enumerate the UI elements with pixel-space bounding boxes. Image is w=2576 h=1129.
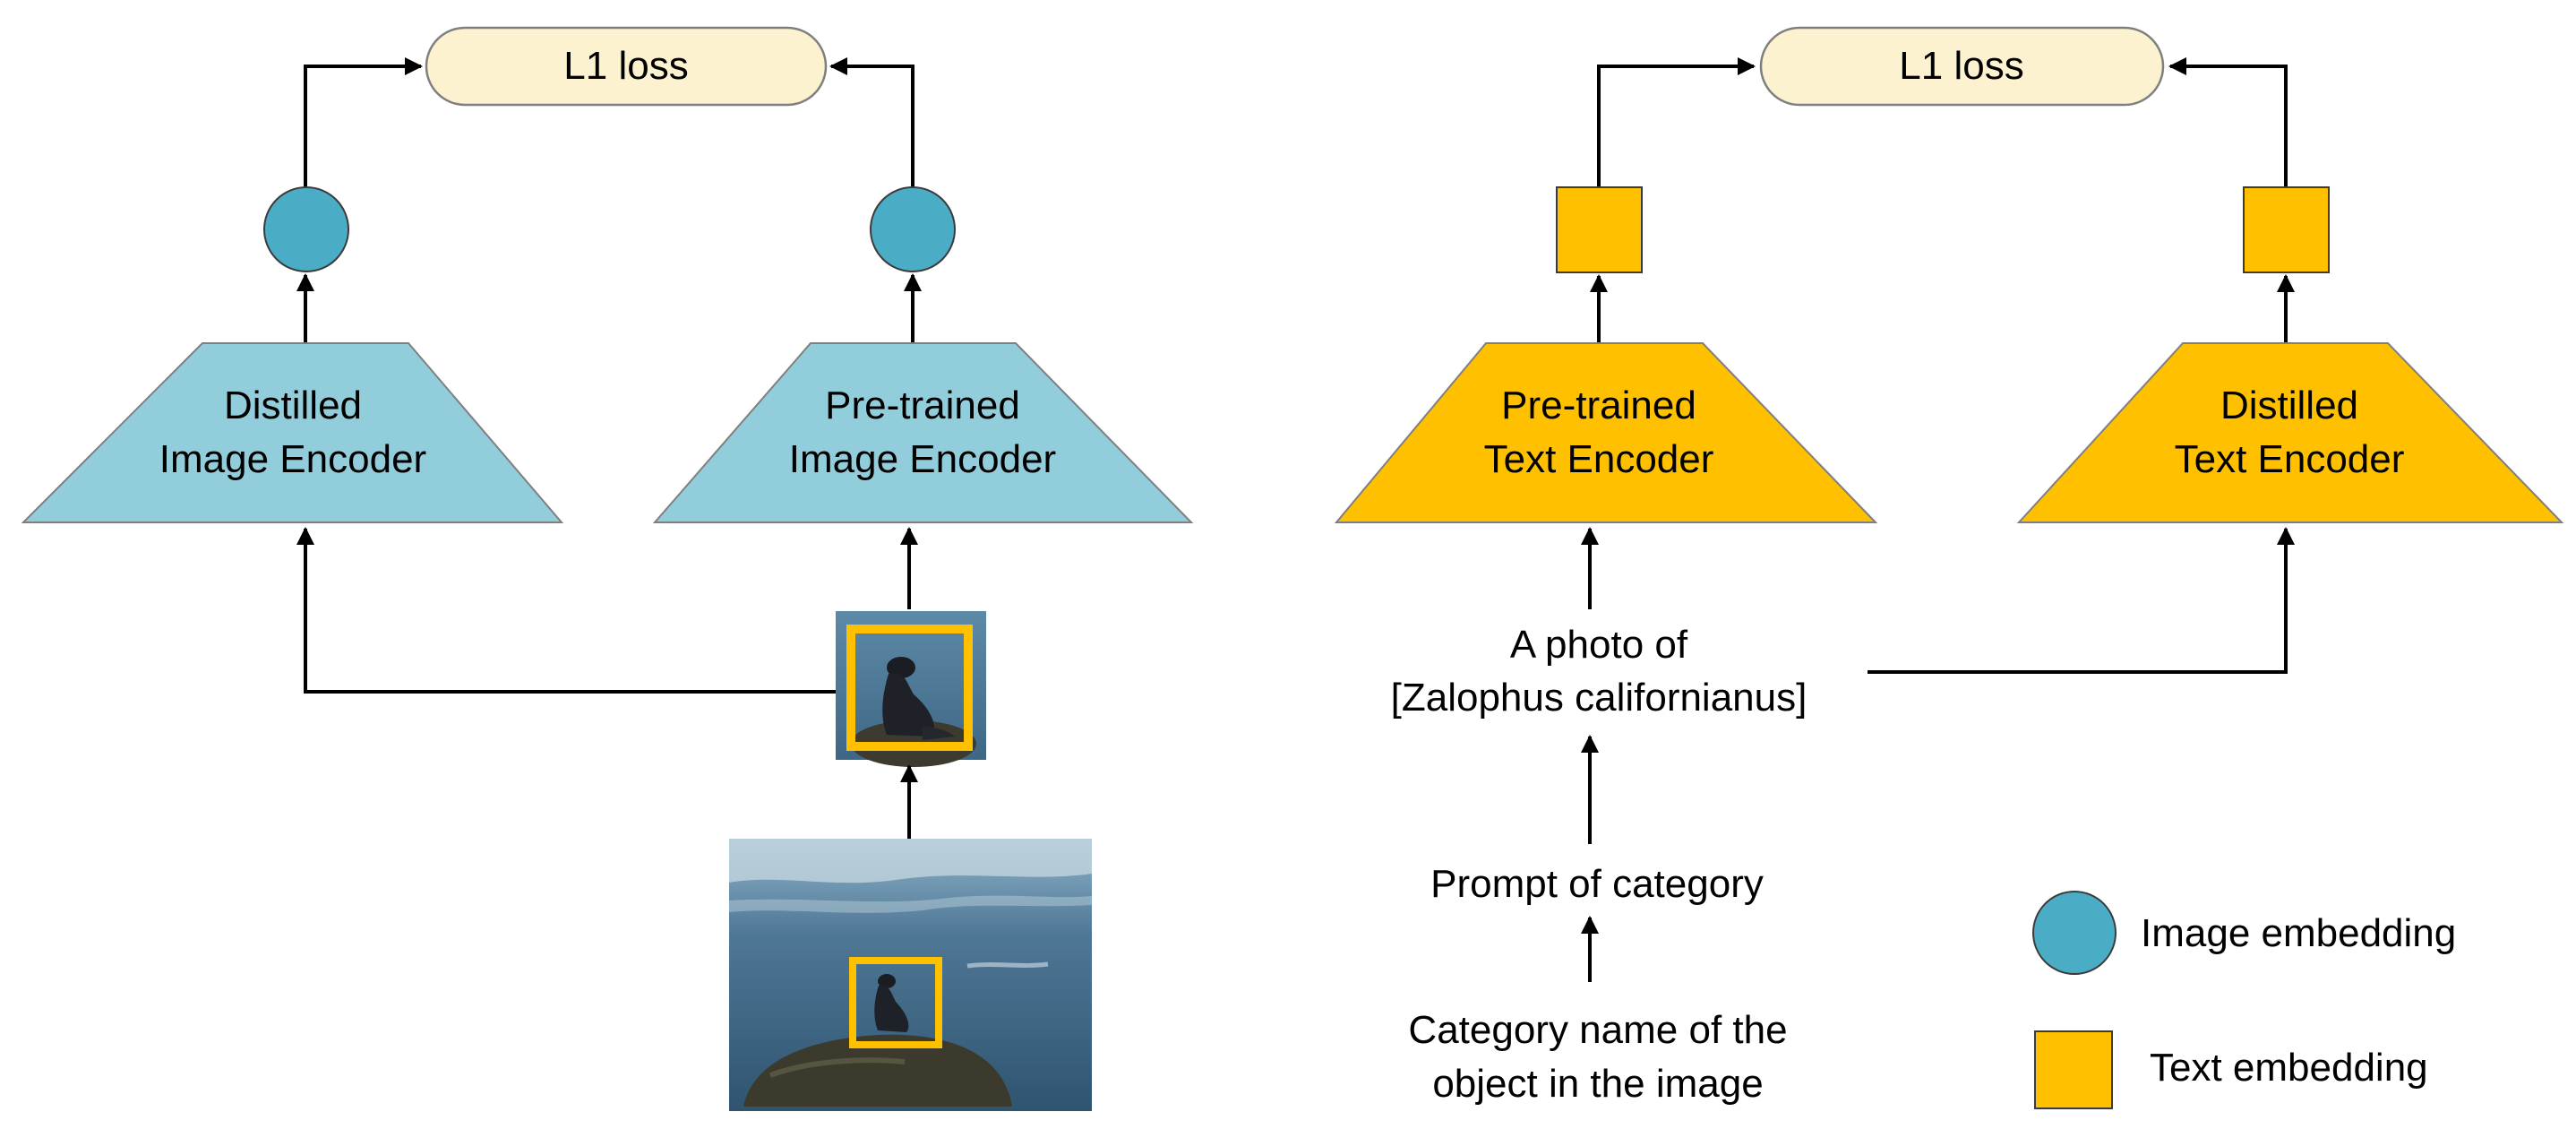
pretrained-image-encoder: Pre-trained Image Encoder (652, 342, 1194, 523)
text-distillation-panel: L1 loss Pre-trained Text Encoder Distill… (1334, 26, 2564, 1106)
legend-text-embedding-square (2034, 1030, 2113, 1109)
pretrained-image-to-loss-arrow (829, 57, 914, 193)
pretrained-text-encoder-line1: Pre-trained (1501, 384, 1696, 427)
distilled-text-to-loss-arrow (2168, 57, 2288, 186)
distilled-text-encoder-shape (2016, 342, 2564, 523)
source-photo (729, 839, 1092, 1111)
pretrained-text-encoder: Pre-trained Text Encoder (1334, 342, 1878, 523)
crop-to-distilled-image-encoder-arrow (296, 527, 836, 694)
legend: Image embedding Text embedding (2032, 891, 2456, 1109)
distilled-image-encoder-line2: Image Encoder (159, 437, 426, 481)
pretrained-image-embedding-circle (870, 186, 956, 272)
source-sea-lion (874, 974, 909, 1032)
legend-text-embedding-label: Text embedding (2150, 1046, 2428, 1090)
image-l1-loss-box (425, 26, 828, 107)
distilled-text-embedding-square (2243, 186, 2330, 273)
category-name-line2: object in the image (1432, 1062, 1763, 1106)
source-rock (743, 1034, 1012, 1107)
crop-sea-lion (882, 657, 955, 740)
pretrained-text-to-loss-arrow (1597, 57, 1756, 186)
distilled-image-embedding-circle (263, 186, 349, 272)
cropped-object-image (836, 611, 986, 767)
distilled-text-encoder-line2: Text Encoder (2175, 437, 2405, 481)
crop-highlight-box (846, 625, 973, 751)
image-l1-loss-label: L1 loss (563, 44, 688, 88)
pretrained-image-encoder-shape (652, 342, 1194, 523)
distilled-image-to-loss-arrow (304, 57, 423, 193)
image-distillation-panel: L1 loss Distilled Image Encoder Pre-trai… (21, 26, 1194, 1111)
pretrained-text-encoder-shape (1334, 342, 1878, 523)
distilled-image-encoder: Distilled Image Encoder (21, 342, 564, 523)
legend-image-embedding-circle (2032, 891, 2117, 975)
prompt-of-category-label: Prompt of category (1430, 862, 1764, 906)
text-l1-loss-node: L1 loss (1759, 26, 2165, 107)
source-highlight-box (849, 957, 942, 1048)
prompt-to-distilled-text-encoder-arrow (1868, 527, 2295, 674)
distilled-image-encoder-shape (21, 342, 564, 523)
distilled-text-encoder: Distilled Text Encoder (2016, 342, 2564, 523)
pretrained-image-encoder-line1: Pre-trained (825, 384, 1020, 427)
legend-image-embedding-label: Image embedding (2141, 911, 2456, 955)
pretrained-image-encoder-line2: Image Encoder (789, 437, 1056, 481)
pretrained-text-encoder-line2: Text Encoder (1484, 437, 1714, 481)
pretrained-text-embedding-square (1556, 186, 1643, 273)
prompt-text-line2: [Zalophus californianus] (1391, 676, 1807, 720)
distilled-image-encoder-line1: Distilled (224, 384, 362, 427)
text-l1-loss-box (1759, 26, 2165, 107)
category-name-line1: Category name of the (1408, 1008, 1787, 1052)
image-l1-loss-node: L1 loss (425, 26, 828, 107)
distilled-text-encoder-line1: Distilled (2220, 384, 2358, 427)
prompt-text-line1: A photo of (1510, 623, 1688, 667)
text-l1-loss-label: L1 loss (1899, 44, 2023, 88)
